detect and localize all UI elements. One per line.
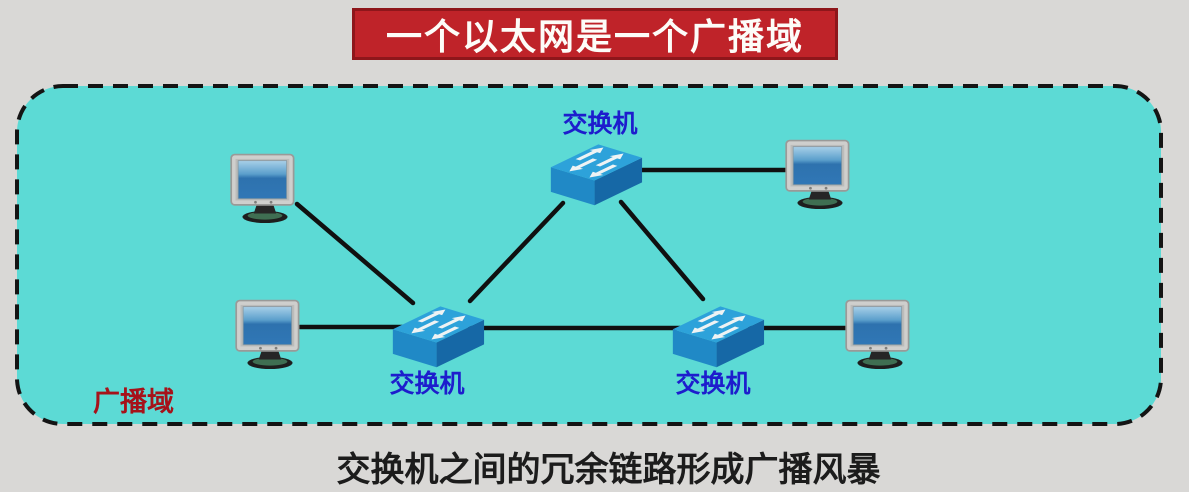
link-swTop-swBL [467,200,566,304]
switch-top-label: 交换机 [562,110,638,138]
switch-top-icon [543,133,648,209]
link-pcTL-swBL [294,201,416,306]
switch-bottom-right-icon [665,295,770,371]
broadcast-domain-label: 广播域 [93,387,174,417]
title-banner: 一个以太网是一个广播域 [352,8,838,60]
bottom-caption: 交换机之间的冗余链路形成广播风暴 [336,451,881,489]
pc-bottom-left-icon [231,297,309,370]
switch-bottom-left-icon [385,295,490,371]
link-swTop-swBR [618,199,706,302]
pc-top-right-icon [781,137,859,210]
switch-bottom-right-label: 交换机 [675,370,751,398]
pc-bottom-right-icon [841,297,919,370]
switch-bottom-left-label: 交换机 [389,370,465,398]
pc-top-left-icon [226,151,304,224]
